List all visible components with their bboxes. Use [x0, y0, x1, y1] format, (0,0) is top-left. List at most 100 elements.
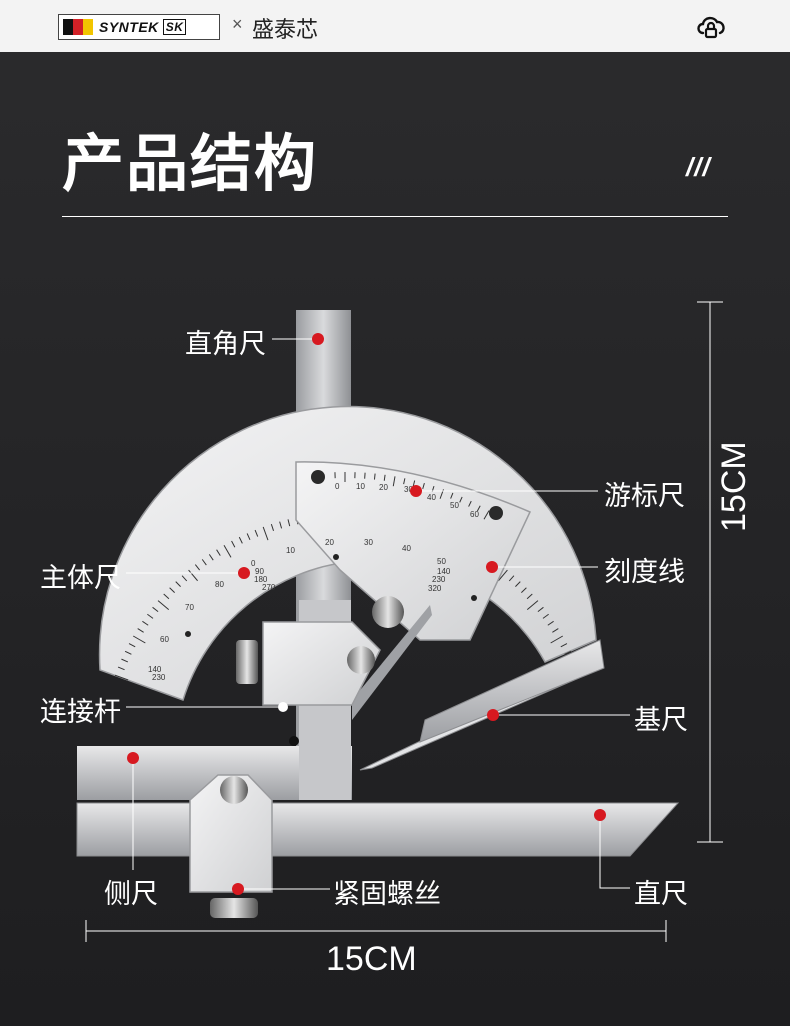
marker-side-ruler[interactable]: [127, 752, 139, 764]
svg-text:320: 320: [428, 584, 442, 593]
svg-text:40: 40: [427, 493, 436, 502]
scale-tick: [550, 635, 564, 644]
svg-text:20: 20: [325, 538, 334, 547]
vernier-tick: [483, 510, 490, 520]
scale-tick: [238, 536, 243, 544]
svg-text:230: 230: [152, 673, 166, 682]
scale-tick: [498, 569, 508, 582]
lock-knob-top[interactable]: [220, 776, 248, 804]
svg-text:60: 60: [160, 635, 169, 644]
scale-tick: [157, 600, 170, 610]
scale-tick: [216, 549, 221, 556]
scale-tick: [163, 593, 170, 600]
vernier-tick: [468, 500, 472, 507]
scale-tick: [231, 540, 236, 548]
separator: ×: [232, 14, 243, 34]
cloud-lock-icon[interactable]: [694, 12, 728, 42]
scale-tick: [147, 613, 154, 619]
scale-tick: [542, 613, 549, 619]
vernier-screw-right: [489, 506, 503, 520]
scale-tick: [287, 519, 291, 527]
scale-numbers: 0 10 20 30 40 50 60 0 10 20 30 40 50 60 …: [148, 482, 479, 682]
label-right-angle-ruler: 直角尺: [185, 329, 266, 359]
svg-text:60: 60: [470, 510, 479, 519]
svg-text:40: 40: [402, 544, 411, 553]
svg-text:30: 30: [404, 485, 413, 494]
clamp-knob-left[interactable]: [236, 640, 258, 684]
top-bar: SYNTEK SK × 盛泰芯: [0, 0, 790, 52]
title-decoration: ///: [686, 152, 711, 182]
svg-text:0: 0: [251, 559, 256, 568]
scale-tick: [175, 581, 181, 587]
scale-tick: [117, 666, 125, 671]
scale-tick: [552, 628, 559, 633]
svg-text:140: 140: [148, 665, 162, 674]
svg-text:20: 20: [379, 483, 388, 492]
scale-tick: [537, 606, 544, 613]
height-dimension: 15CM: [715, 441, 753, 532]
svg-text:80: 80: [215, 580, 224, 589]
scale-tick: [526, 593, 533, 600]
clamp-knob-right[interactable]: [347, 646, 375, 674]
scale-tick: [508, 575, 515, 582]
scale-tick: [223, 544, 232, 558]
svg-text:270: 270: [262, 583, 276, 592]
scale-tick: [201, 559, 207, 566]
vernier-tick: [412, 480, 416, 487]
scale-tick: [121, 658, 129, 663]
scale-tick: [194, 564, 201, 571]
svg-text:50: 50: [450, 501, 459, 510]
scale-tick: [128, 643, 136, 648]
marker-lock-screw[interactable]: [232, 883, 244, 895]
vernier-tick-marks: [334, 472, 490, 520]
svg-text:50: 50: [437, 557, 446, 566]
lock-screw-knob[interactable]: [210, 898, 258, 918]
flag-icon: [63, 19, 93, 35]
marker-right-angle-ruler[interactable]: [312, 333, 324, 345]
scale-tick: [152, 606, 159, 613]
label-scale-lines: 刻度线: [604, 557, 685, 587]
brand-name: SYNTEK: [99, 19, 159, 35]
partner-name: 盛泰芯: [252, 17, 319, 42]
side-ruler-body: [77, 746, 352, 800]
scale-tick: [270, 523, 275, 531]
marker-scale-lines[interactable]: [486, 561, 498, 573]
marker-vernier[interactable]: [410, 485, 422, 497]
vernier-tick: [392, 476, 396, 487]
scale-tick: [208, 554, 214, 561]
scale-tick: [137, 628, 144, 633]
brand-logo[interactable]: SYNTEK SK: [58, 14, 220, 40]
label-straight-ruler: 直尺: [634, 879, 688, 909]
vernier-tick: [422, 483, 425, 490]
label-side-ruler: 侧尺: [104, 879, 158, 909]
leader-lines: [85, 301, 723, 942]
vernier-tick: [476, 505, 481, 512]
svg-text:140: 140: [437, 567, 451, 576]
vernier-screw-left: [311, 470, 325, 484]
marker-base-ruler[interactable]: [487, 709, 499, 721]
scale-tick: [132, 635, 146, 644]
scale-tick: [262, 526, 269, 541]
scale-tick: [114, 674, 129, 681]
vernier-tick: [450, 492, 454, 499]
vernier-knob[interactable]: [372, 596, 404, 628]
svg-text:0: 0: [335, 482, 340, 491]
label-main-ruler: 主体尺: [40, 563, 121, 593]
scale-tick: [515, 581, 521, 587]
vernier-tick: [373, 473, 376, 480]
label-base-ruler: 基尺: [634, 705, 688, 735]
scale-tick: [547, 620, 554, 626]
straight-ruler: [76, 802, 680, 857]
scale-tick: [526, 600, 539, 610]
title-divider: [62, 216, 728, 217]
marker-straight-ruler[interactable]: [594, 809, 606, 821]
marker-main-ruler[interactable]: [238, 567, 250, 579]
section-title: 产品结构: [62, 130, 319, 199]
svg-text:90: 90: [255, 567, 264, 576]
scale-tick: [181, 575, 188, 582]
svg-text:230: 230: [432, 575, 446, 584]
part-markers: [127, 333, 606, 895]
svg-text:10: 10: [286, 546, 295, 555]
scale-tick: [521, 587, 527, 593]
